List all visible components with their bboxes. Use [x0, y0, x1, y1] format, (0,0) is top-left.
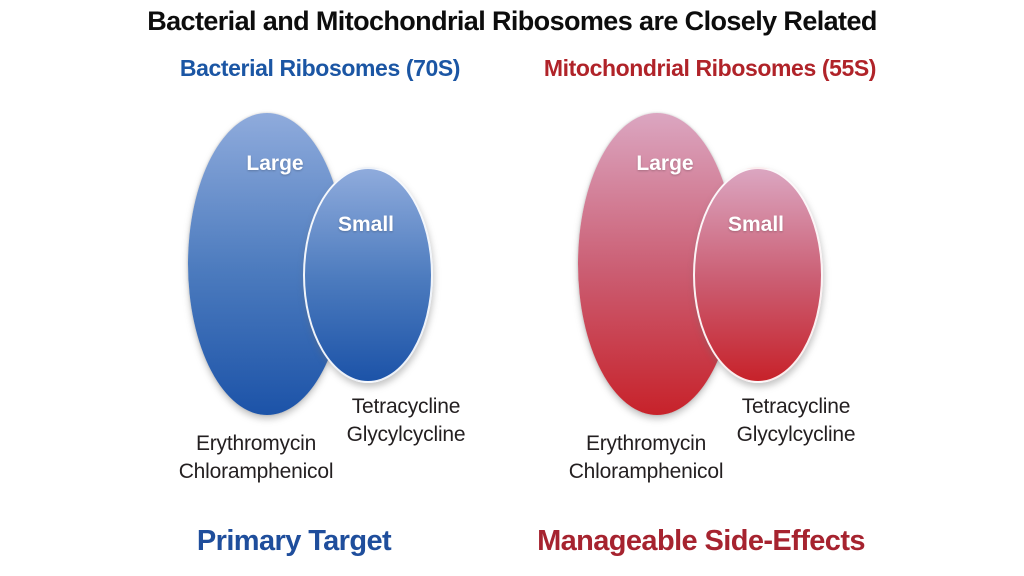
bacterial-ribosomes-heading: Bacterial Ribosomes (70S)	[179, 55, 461, 81]
drug-name: Glycylcycline	[346, 423, 466, 446]
drug-name: Tetracycline	[351, 395, 461, 418]
bacterial-large-subunit-drugs: Erythromycin Chloramphenicol	[106, 430, 406, 486]
mitochondrial-ribosomes-heading: Mitochondrial Ribosomes (55S)	[543, 55, 877, 81]
mitochondrial-large-subunit-drugs: Erythromycin Chloramphenicol	[496, 430, 796, 486]
bacterial-small-subunit-label: Small	[337, 213, 395, 236]
drug-name: Erythromycin	[585, 432, 707, 455]
drug-name: Chloramphenicol	[568, 460, 724, 483]
mitochondrial-ribosomes-panel: Mitochondrial Ribosomes (55S) Large Smal…	[390, 0, 902, 576]
drug-name: Erythromycin	[195, 432, 317, 455]
bacterial-large-subunit-label: Large	[246, 152, 304, 175]
diagram-title: Bacterial and Mitochondrial Ribosomes ar…	[147, 6, 877, 36]
drug-name: Glycylcycline	[736, 423, 856, 446]
drug-name: Chloramphenicol	[178, 460, 334, 483]
mitochondrial-small-subunit-label: Small	[727, 213, 785, 236]
bacterial-small-subunit-drugs: Tetracycline Glycylcycline	[256, 393, 556, 449]
mitochondrial-large-subunit-label: Large	[636, 152, 694, 175]
bacterial-footer-label: Primary Target	[196, 525, 392, 557]
bacterial-small-subunit-ellipse	[303, 167, 433, 383]
bacterial-ribosomes-panel: Bacterial Ribosomes (70S) Large Small Te…	[106, 55, 466, 557]
mitochondrial-footer-label: Manageable Side-Effects	[537, 525, 865, 557]
mitochondrial-small-subunit-drugs: Tetracycline Glycylcycline	[646, 393, 946, 449]
mitochondrial-small-subunit-ellipse	[693, 167, 823, 383]
drug-name: Tetracycline	[741, 395, 851, 418]
